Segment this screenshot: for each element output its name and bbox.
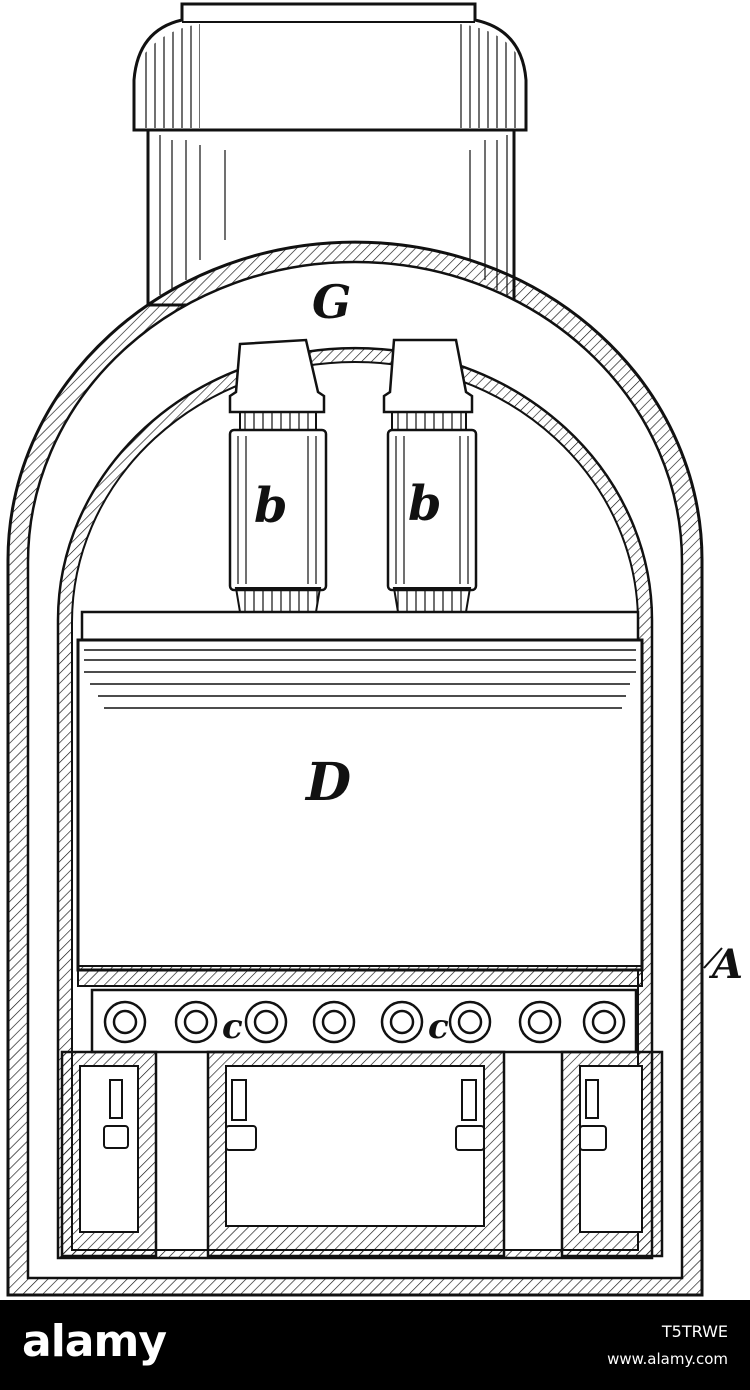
label-b-right: b <box>408 476 442 532</box>
tube-bore <box>527 1009 553 1035</box>
tube-bore <box>253 1009 279 1035</box>
tube-bore <box>457 1009 483 1035</box>
tube-row <box>90 988 638 1054</box>
casing-pointer <box>703 947 723 969</box>
chimney-cap <box>132 2 528 132</box>
nozzles <box>103 1079 607 1151</box>
right-burner <box>382 338 478 613</box>
tube-bore <box>183 1009 209 1035</box>
label-g: G <box>312 275 351 329</box>
tube-bore <box>389 1009 415 1035</box>
label-c-left: c <box>222 1007 243 1047</box>
label-c-right: c <box>428 1007 449 1047</box>
label-d: D <box>304 752 351 813</box>
image-id: T5TRWE <box>661 1322 728 1341</box>
tube-bore <box>591 1009 617 1035</box>
boiler-diagram: G b b D c c A <box>6 2 743 1297</box>
chamber-d <box>76 610 644 987</box>
tube-bore <box>112 1009 138 1035</box>
left-burner <box>228 338 328 613</box>
alamy-logo: alamy <box>22 1316 167 1367</box>
label-a: A <box>708 941 743 988</box>
lower-flues <box>60 1050 664 1258</box>
label-b-left: b <box>254 478 288 534</box>
tube-bore <box>321 1009 347 1035</box>
watermark-bar: alamy T5TRWE www.alamy.com <box>0 1300 750 1390</box>
watermark-url: www.alamy.com <box>607 1350 728 1368</box>
